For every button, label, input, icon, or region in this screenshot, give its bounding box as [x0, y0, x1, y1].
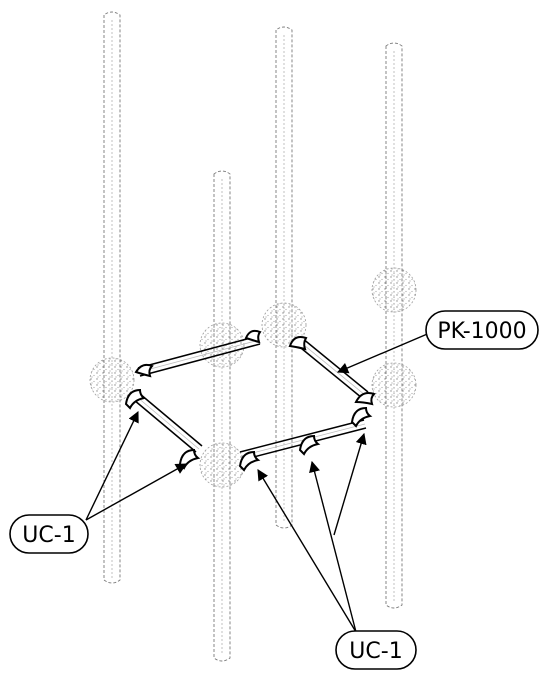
- leader-bottom-1: [257, 469, 357, 633]
- callout-rail-label: PK-1000: [437, 319, 526, 344]
- leader-left-2: [85, 463, 187, 521]
- rail-back-right: [295, 337, 369, 399]
- connector-front-right: [238, 450, 261, 472]
- leaders: [85, 331, 433, 633]
- connector-back: [288, 336, 308, 351]
- sphere-left: [89, 357, 135, 403]
- leader-bottom-3: [333, 432, 367, 536]
- rail-frame: [133, 335, 369, 461]
- callout-connector-bottom: UC-1: [335, 630, 417, 670]
- rail-front-left: [133, 393, 203, 453]
- post-back-left: [103, 11, 121, 584]
- sphere-right-upper: [371, 267, 417, 313]
- sphere-back: [261, 302, 307, 348]
- sphere-front: [199, 442, 245, 488]
- callout-connector-left-label: UC-1: [22, 523, 75, 548]
- connectors: [124, 329, 376, 472]
- connector-right-lower: [350, 406, 373, 428]
- connector-right-upper: [354, 392, 376, 406]
- leader-rail: [336, 331, 433, 374]
- post-front: [213, 170, 231, 662]
- post-back-center: [275, 26, 293, 529]
- callout-rail: PK-1000: [425, 310, 539, 350]
- post-back-right: [385, 42, 403, 609]
- sphere-right: [371, 362, 417, 408]
- callout-connector-bottom-label: UC-1: [349, 639, 402, 664]
- leader-bottom-2: [309, 460, 357, 633]
- rail-back-left: [137, 335, 261, 377]
- callout-connector-left: UC-1: [9, 514, 89, 554]
- connector-front-mid: [298, 434, 321, 456]
- connector-left-upper: [134, 363, 154, 378]
- leader-left-1: [85, 410, 139, 521]
- connector-back-mid: [244, 329, 262, 344]
- connector-left-lower: [124, 388, 147, 410]
